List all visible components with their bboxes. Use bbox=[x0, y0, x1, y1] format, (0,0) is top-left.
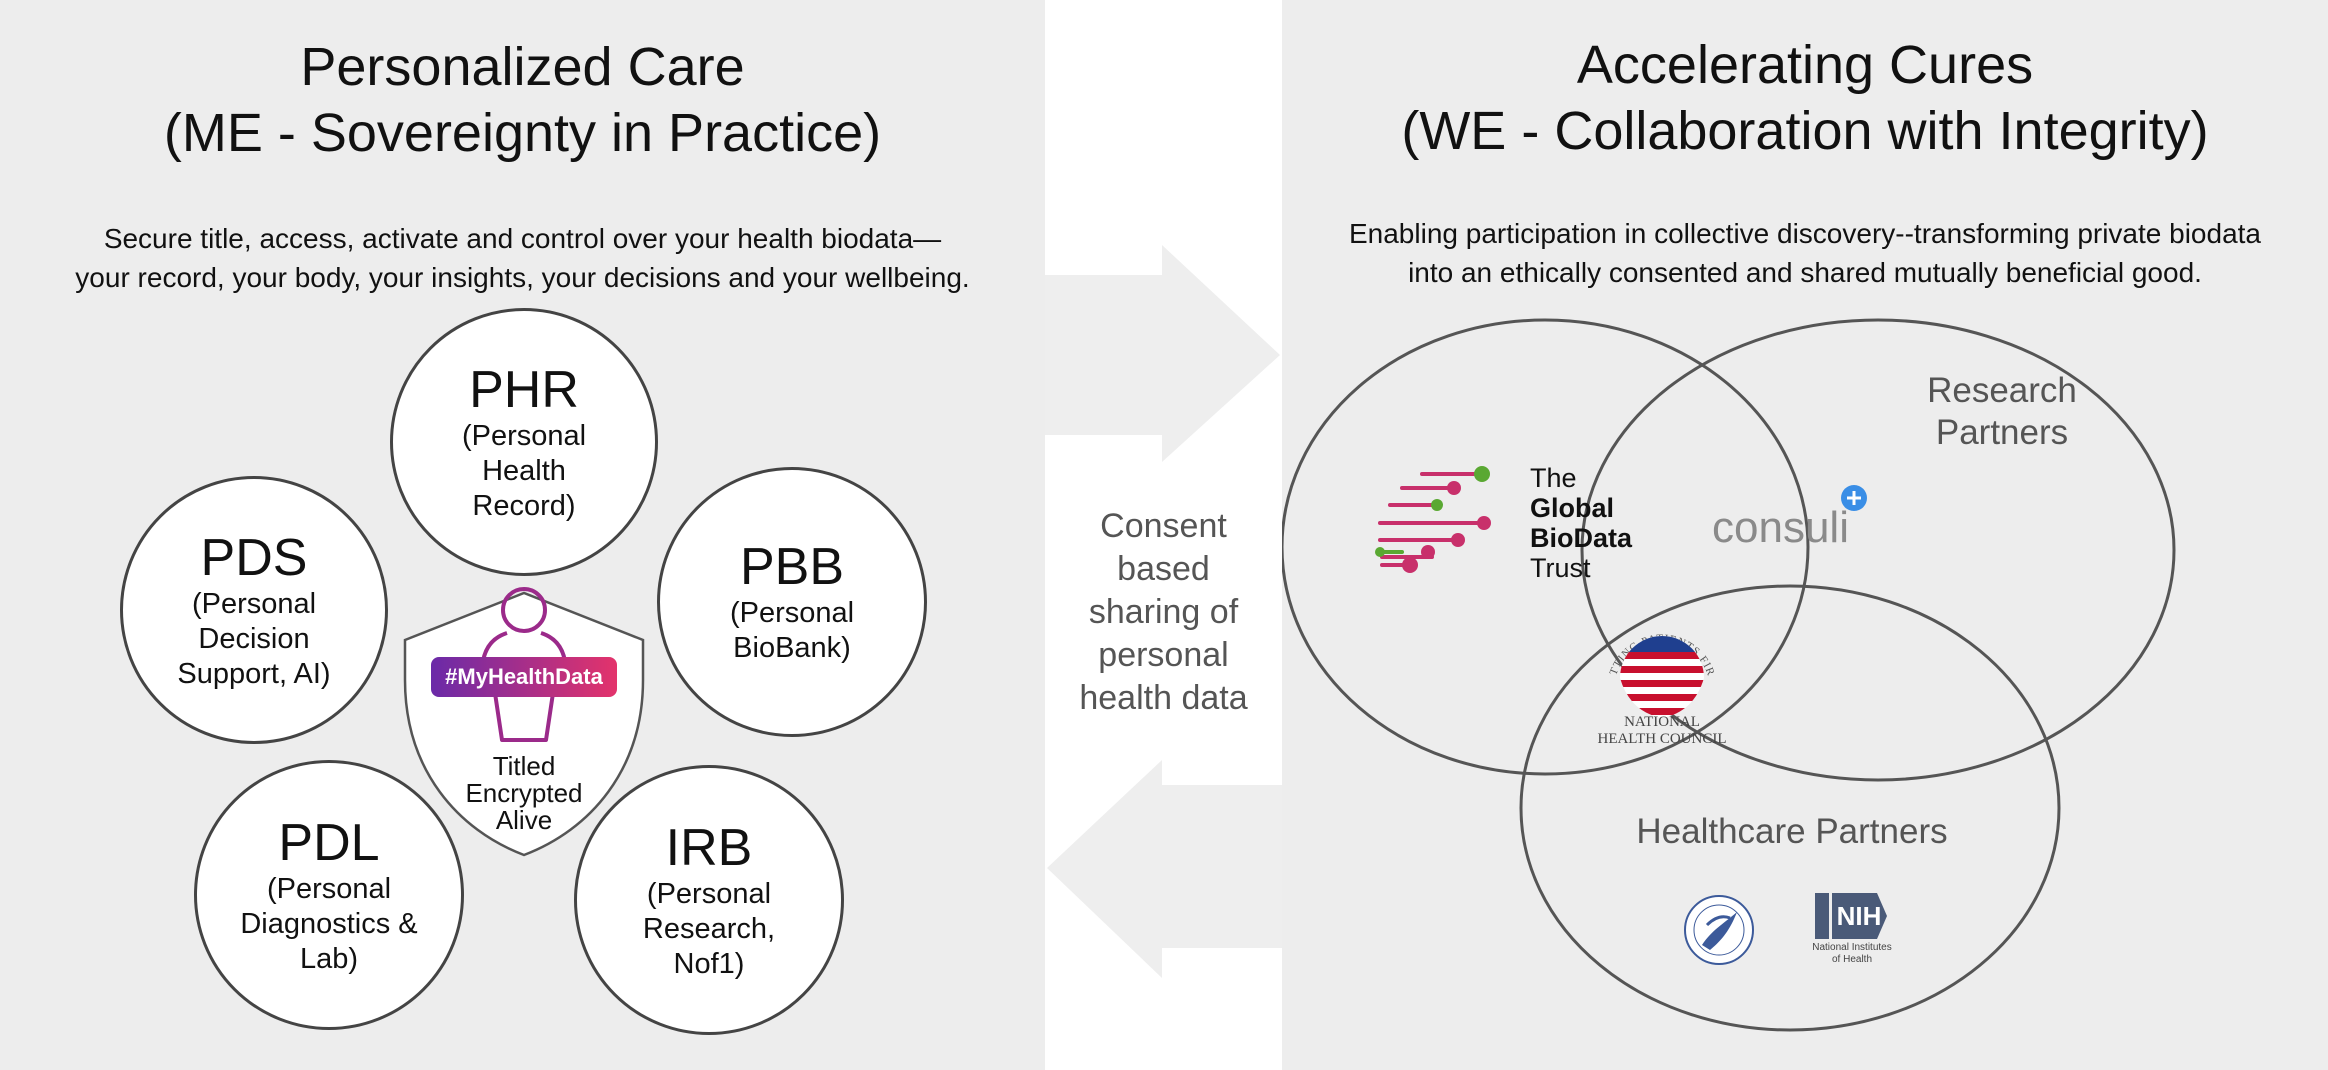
irb-desc: (Personal Research, Nof1) bbox=[642, 877, 776, 980]
pbb-desc: (Personal BioBank) bbox=[729, 597, 855, 664]
nhc-logo-icon: PUTTING PATIENTS FIRST bbox=[1282, 0, 1716, 718]
gbt-text: The Global BioData Trust bbox=[1530, 463, 1632, 583]
research-partners-label: Research Partners bbox=[1927, 371, 2077, 452]
center-arrows bbox=[1045, 245, 1282, 978]
gbt-line3: BioData bbox=[1530, 523, 1633, 553]
nhc-line2: HEALTH COUNCIL bbox=[1597, 731, 1727, 747]
consent-text: Consent based sharing of personal health… bbox=[1079, 507, 1248, 717]
shield-text: Titled Encrypted Alive bbox=[424, 753, 624, 834]
pdl-circle: PDL (Personal Diagnostics & Lab) bbox=[194, 760, 464, 1030]
nih-line1: National Institutes bbox=[1812, 942, 1892, 953]
pds-desc: (Personal Decision Support, AI) bbox=[177, 587, 331, 690]
person-icon bbox=[480, 587, 568, 742]
pbb-abbr: PBB bbox=[739, 538, 845, 596]
nih-badge-text: NIH bbox=[1836, 901, 1882, 931]
gbt-line4: Trust bbox=[1530, 553, 1591, 583]
left-title-line1: Personalized Care bbox=[300, 37, 745, 97]
shield-line1: Titled bbox=[492, 751, 556, 781]
right-arrow-icon bbox=[1045, 245, 1280, 462]
left-title: Personalized Care (ME - Sovereignty in P… bbox=[0, 34, 1045, 166]
consuli-logo: consuli bbox=[1712, 503, 1849, 552]
pdl-desc: (Personal Diagnostics & Lab) bbox=[240, 872, 418, 975]
myhealthdata-badge-text: #MyHealthData bbox=[445, 664, 603, 689]
pds-circle: PDS (Personal Decision Support, AI) bbox=[120, 476, 388, 744]
pbb-circle: PBB (Personal BioBank) bbox=[657, 467, 927, 737]
gbt-ellipse bbox=[1282, 318, 1810, 776]
right-subtitle-line1: Enabling participation in collective dis… bbox=[1348, 218, 2261, 249]
shield-line2: Encrypted bbox=[465, 778, 583, 808]
research-ellipse bbox=[1580, 318, 2176, 782]
irb-abbr: IRB bbox=[665, 818, 753, 877]
left-panel: Personalized Care (ME - Sovereignty in P… bbox=[0, 0, 1045, 1070]
left-subtitle-line1: Secure title, access, activate and contr… bbox=[103, 223, 942, 254]
shield-line3: Alive bbox=[495, 805, 553, 835]
nih-line2: of Health bbox=[1831, 954, 1873, 965]
right-title-line2: (WE - Collaboration with Integrity) bbox=[1401, 101, 2209, 161]
pds-abbr: PDS bbox=[200, 528, 308, 587]
healthcare-partners-label: Healthcare Partners bbox=[1636, 812, 1948, 851]
gbt-line2: Global bbox=[1530, 493, 1615, 523]
nih-text: National Institutes of Health bbox=[1802, 942, 1902, 966]
left-title-line2: (ME - Sovereignty in Practice) bbox=[163, 103, 882, 163]
myhealthdata-badge bbox=[431, 657, 617, 697]
phr-abbr: PHR bbox=[469, 360, 579, 419]
pdl-abbr: PDL bbox=[278, 813, 380, 872]
nhc-text: NATIONAL HEALTH COUNCIL bbox=[1592, 714, 1732, 748]
phr-desc: (Personal Health Record) bbox=[461, 419, 587, 522]
phr-circle: PHR (Personal Health Record) bbox=[390, 308, 658, 576]
healthcare-ellipse bbox=[1519, 584, 2061, 1032]
irb-circle: IRB (Personal Research, Nof1) bbox=[574, 765, 844, 1035]
gbt-line1: The bbox=[1530, 463, 1577, 493]
right-title: Accelerating Cures (WE - Collaboration w… bbox=[1282, 32, 2328, 164]
nih-logo-icon bbox=[1815, 893, 1887, 939]
right-panel: Accelerating Cures (WE - Collaboration w… bbox=[1282, 0, 2328, 1070]
left-arrow-icon bbox=[1047, 760, 1282, 978]
right-title-line1: Accelerating Cures bbox=[1576, 35, 2034, 95]
gbt-logo-icon bbox=[1375, 466, 1491, 573]
hhs-seal-icon bbox=[1684, 895, 1754, 965]
consuli-plus-icon bbox=[1841, 485, 1867, 511]
venn-diagram: PUTTING PATIENTS FIRST bbox=[1282, 0, 2176, 1032]
left-subtitle-line2: your record, your body, your insights, y… bbox=[75, 262, 970, 293]
left-subtitle: Secure title, access, activate and contr… bbox=[0, 219, 1045, 297]
right-subtitle-line2: into an ethically consented and shared m… bbox=[1408, 257, 2202, 288]
nhc-line1: NATIONAL bbox=[1624, 714, 1700, 730]
right-subtitle: Enabling participation in collective dis… bbox=[1282, 214, 2328, 292]
shield-icon bbox=[403, 587, 645, 857]
